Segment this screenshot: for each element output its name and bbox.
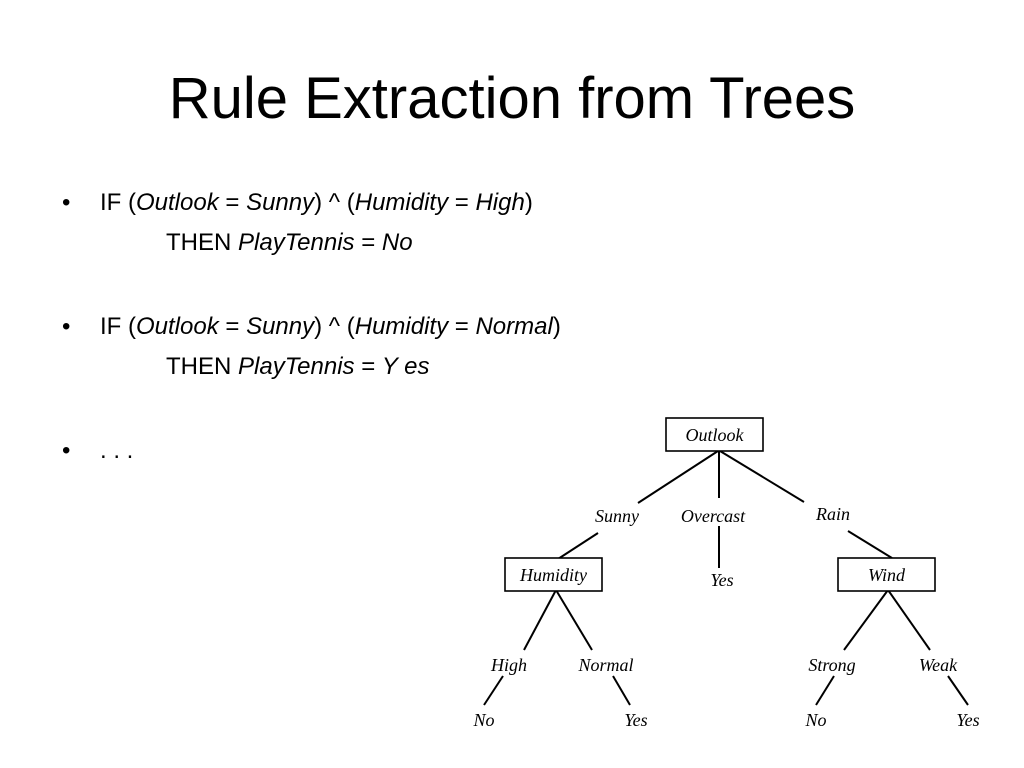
rule-list: • IF (Outlook = Sunny) ^ (Humidity = Hig…: [62, 183, 762, 471]
rule-item-1: • IF (Outlook = Sunny) ^ (Humidity = Hig…: [62, 183, 762, 263]
rule-conclusion: THEN PlayTennis = No: [166, 229, 413, 256]
bullet-icon: •: [62, 313, 71, 340]
rule-conclusion: THEN PlayTennis = Y es: [166, 353, 430, 380]
tree-node-wind-label: Wind: [868, 565, 906, 585]
edge-strong-no: [815, 675, 835, 706]
rule-condition: IF (Outlook = Sunny) ^ (Humidity = Norma…: [100, 313, 561, 340]
branch-label-rain: Rain: [815, 504, 850, 524]
rule-ellipsis: . . .: [100, 437, 134, 464]
edge-normal-yes: [612, 675, 631, 706]
tree-node-outlook: [665, 417, 764, 452]
decision-tree-diagram: Outlook Humidity Wind Sunny Overcast Rai…: [472, 417, 980, 730]
edge-rain-wind: [847, 530, 893, 559]
rule-item-3: • . . .: [62, 431, 762, 471]
edge-humidity-normal: [555, 589, 593, 651]
tree-node-outlook-label: Outlook: [686, 425, 745, 445]
leaf-overcast-yes: Yes: [710, 570, 733, 590]
tree-node-humidity-label: Humidity: [519, 565, 587, 585]
slide-title: Rule Extraction from Trees: [168, 66, 856, 131]
branch-label-strong: Strong: [808, 655, 855, 675]
edge-outlook-sunny: [637, 450, 719, 504]
edge-sunny-humidity: [557, 532, 599, 560]
rule-item-2: • IF (Outlook = Sunny) ^ (Humidity = Nor…: [62, 307, 762, 387]
leaf-strong-no: No: [804, 710, 826, 730]
bullet-icon: •: [62, 189, 71, 216]
bullet-icon: •: [62, 437, 71, 464]
branch-label-overcast: Overcast: [681, 506, 746, 526]
edge-humidity-high: [523, 589, 557, 651]
edge-wind-weak: [887, 589, 931, 651]
branch-label-normal: Normal: [577, 655, 633, 675]
leaf-normal-yes: Yes: [624, 710, 647, 730]
edge-outlook-rain: [719, 450, 805, 503]
branch-label-high: High: [490, 655, 527, 675]
edge-weak-yes: [947, 675, 969, 706]
branch-label-weak: Weak: [919, 655, 958, 675]
edge-high-no: [483, 675, 504, 706]
rule-condition: IF (Outlook = Sunny) ^ (Humidity = High): [100, 189, 533, 216]
edge-wind-strong: [843, 589, 889, 651]
tree-node-wind: [837, 557, 936, 592]
leaf-weak-yes: Yes: [956, 710, 979, 730]
tree-node-humidity: [504, 557, 603, 592]
leaf-high-no: No: [472, 710, 494, 730]
branch-label-sunny: Sunny: [595, 506, 639, 526]
